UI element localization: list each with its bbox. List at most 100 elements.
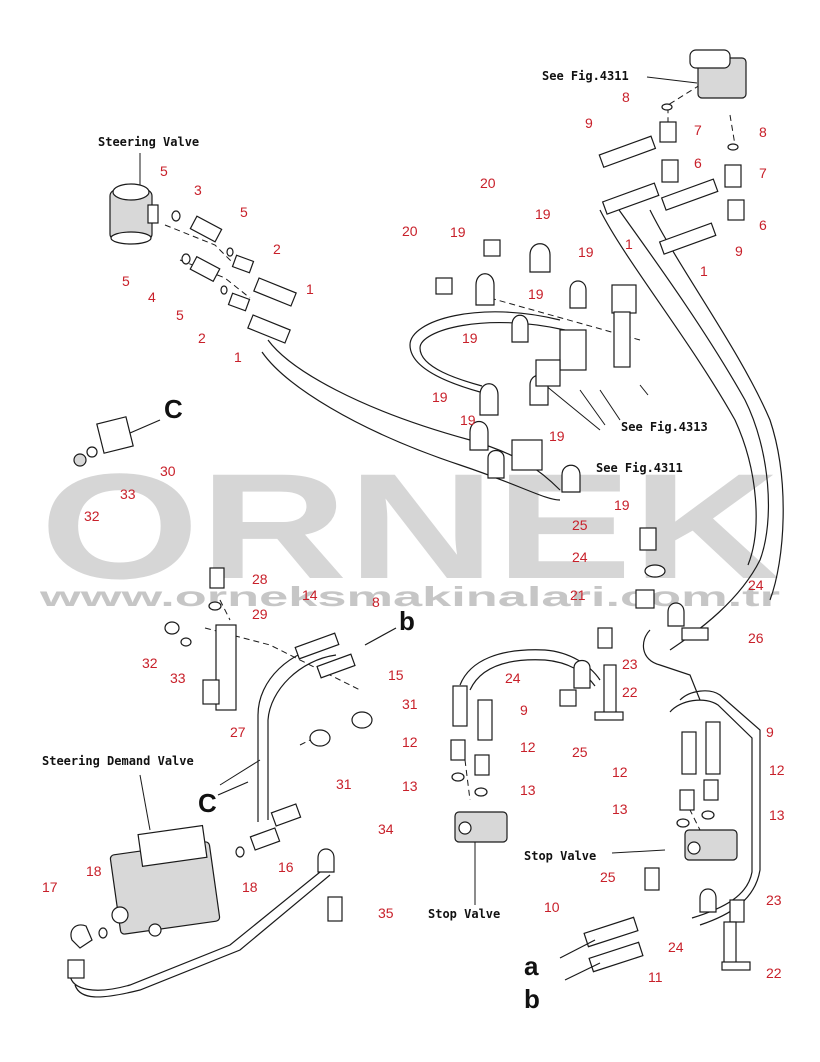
steering-valve	[109, 183, 159, 245]
part-number: 5	[176, 307, 184, 323]
steering-demand-valve	[67, 803, 343, 979]
part-number: 19	[432, 389, 448, 405]
part-number: 13	[520, 782, 536, 798]
part-number: 19	[614, 497, 630, 513]
part-number: 23	[766, 892, 782, 908]
part-number: 2	[273, 241, 281, 257]
label-stop-valve-right: Stop Valve	[524, 849, 596, 863]
top-right-valve	[598, 49, 747, 255]
connector-b-upper: b	[399, 606, 415, 636]
part-number: 9	[766, 724, 774, 740]
fittings-steering-valve	[171, 210, 297, 344]
watermark-site: www.orneksmakinalari.com.tr	[38, 581, 780, 612]
part-number: 12	[402, 734, 418, 750]
part-number: 24	[505, 670, 521, 686]
part-number: 27	[230, 724, 246, 740]
part-number: 34	[378, 821, 394, 837]
part-number: 25	[600, 869, 616, 885]
part-number: 20	[480, 175, 496, 191]
part-number: 20	[402, 223, 418, 239]
part-number: 19	[528, 286, 544, 302]
part-number: 1	[625, 236, 633, 252]
part-number: 22	[622, 684, 638, 700]
part-number: 9	[585, 115, 593, 131]
clamps-and-brackets	[435, 239, 637, 493]
part-number: 15	[388, 667, 404, 683]
label-see-fig-4313: See Fig.4313	[621, 420, 708, 434]
part-number: 13	[402, 778, 418, 794]
leader-lines	[139, 76, 698, 905]
connector-c-lower: C	[198, 788, 217, 818]
part-number: 24	[572, 549, 588, 565]
part-number: 5	[160, 163, 168, 179]
part-number: 9	[735, 243, 743, 259]
part-number: 32	[84, 508, 100, 524]
label-see-fig-4311-top: See Fig.4311	[542, 69, 629, 83]
part-number: 4	[148, 289, 156, 305]
middle-right-clamps	[635, 527, 709, 641]
part-number: 1	[700, 263, 708, 279]
part-number: 19	[578, 244, 594, 260]
part-number: 33	[170, 670, 186, 686]
part-number: 28	[252, 571, 268, 587]
stop-valve-right	[583, 721, 751, 973]
part-number: 6	[694, 155, 702, 171]
part-number: 18	[86, 863, 102, 879]
watermark-brand: ORNEK	[40, 442, 780, 610]
left-middle-bracket	[164, 567, 373, 747]
label-steering-demand-valve: Steering Demand Valve	[42, 754, 194, 768]
part-number: 2	[198, 330, 206, 346]
part-number: 7	[759, 165, 767, 181]
part-number: 9	[520, 702, 528, 718]
part-number: 25	[572, 517, 588, 533]
part-number: 19	[549, 428, 565, 444]
direction-arrows	[129, 419, 601, 981]
part-number: 12	[612, 764, 628, 780]
part-number: 24	[668, 939, 684, 955]
part-number: 1	[306, 281, 314, 297]
part-number: 12	[769, 762, 785, 778]
part-number: 12	[520, 739, 536, 755]
part-number: 10	[544, 899, 560, 915]
part-number: 23	[622, 656, 638, 672]
part-number: 8	[759, 124, 767, 140]
part-number: 13	[612, 801, 628, 817]
connector-a-lower: a	[524, 951, 539, 981]
part-number: 18	[242, 879, 258, 895]
plate-c	[73, 416, 134, 467]
part-number: 31	[336, 776, 352, 792]
part-number: 31	[402, 696, 418, 712]
label-see-fig-4311-mid: See Fig.4311	[596, 461, 683, 475]
part-number: 24	[748, 577, 764, 593]
part-number: 14	[302, 587, 318, 603]
part-number: 35	[378, 905, 394, 921]
part-number: 25	[572, 744, 588, 760]
part-number: 8	[372, 594, 380, 610]
part-number: 22	[766, 965, 782, 981]
part-number: 16	[278, 859, 294, 875]
part-number: 19	[535, 206, 551, 222]
part-number: 5	[240, 204, 248, 220]
part-number: 3	[194, 182, 202, 198]
part-number: 5	[122, 273, 130, 289]
part-number: 19	[462, 330, 478, 346]
part-number: 21	[570, 587, 586, 603]
part-number: 8	[622, 89, 630, 105]
part-number: 13	[769, 807, 785, 823]
part-number: 30	[160, 463, 176, 479]
part-number: 11	[648, 969, 663, 985]
part-number: 29	[252, 606, 268, 622]
label-stop-valve-left: Stop Valve	[428, 907, 500, 921]
part-number: 17	[42, 879, 58, 895]
hose-lines	[69, 199, 784, 998]
part-number: 7	[694, 122, 702, 138]
part-number: 19	[460, 412, 476, 428]
center-brackets	[559, 627, 624, 721]
stop-valve-left	[450, 685, 508, 843]
part-number: 32	[142, 655, 158, 671]
connector-b-lower: b	[524, 984, 540, 1014]
part-number-callouts: 5 3 5 2 1 5 4 5 2 1 8 9 7 8 6 7 20 19 20…	[42, 89, 785, 985]
part-number: 33	[120, 486, 136, 502]
label-steering-valve: Steering Valve	[98, 135, 199, 149]
